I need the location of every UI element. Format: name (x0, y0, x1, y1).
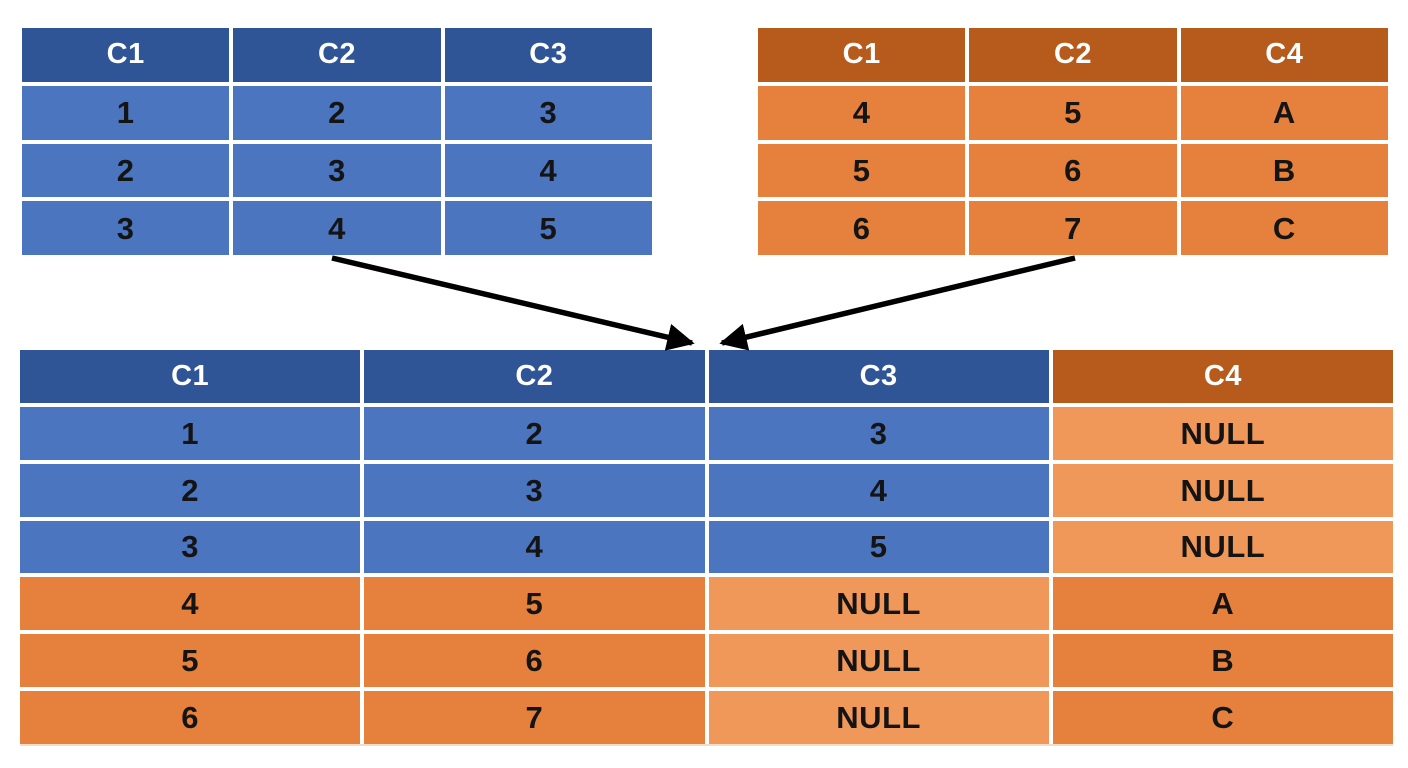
table-cell: 2 (22, 143, 230, 198)
table-cell: 7 (364, 691, 705, 744)
column-header-c1: C1 (758, 28, 966, 82)
null-cell: NULL (1052, 463, 1393, 517)
table-cell: A (1052, 577, 1393, 631)
merge-arrow-left (331, 255, 695, 351)
merge-arrow-right (719, 255, 1076, 351)
column-header-c1: C1 (20, 350, 361, 403)
table-cell: 5 (20, 634, 361, 688)
column-header-c4: C4 (1180, 28, 1388, 82)
table-cell: 2 (364, 406, 705, 460)
null-cell: NULL (1052, 520, 1393, 574)
table-cell: 3 (708, 406, 1049, 460)
table-cell: 5 (364, 577, 705, 631)
null-cell: NULL (708, 691, 1049, 744)
table-cell: 2 (233, 85, 441, 140)
table-cell: 3 (444, 85, 652, 140)
table-cell: 6 (364, 634, 705, 688)
table-cell: C (1180, 201, 1388, 255)
table-cell: 4 (444, 143, 652, 198)
null-cell: NULL (708, 577, 1049, 631)
table-cell: 7 (969, 201, 1177, 255)
table-cell: 5 (444, 201, 652, 255)
table-cell: 3 (22, 201, 230, 255)
table-cell: C (1052, 691, 1393, 744)
table-cell: 4 (758, 85, 966, 140)
column-header-c4: C4 (1052, 350, 1393, 403)
table-cell: B (1052, 634, 1393, 688)
table-cell: 6 (969, 143, 1177, 198)
table-cell: 1 (20, 406, 361, 460)
column-header-c1: C1 (22, 28, 230, 82)
table-cell: 6 (758, 201, 966, 255)
table-cell: 6 (20, 691, 361, 744)
table-cell: 5 (969, 85, 1177, 140)
table-cell: 5 (708, 520, 1049, 574)
column-header-c2: C2 (364, 350, 705, 403)
column-header-c2: C2 (233, 28, 441, 82)
table-cell: B (1180, 143, 1388, 198)
table-cell: 4 (233, 201, 441, 255)
table-cell: A (1180, 85, 1388, 140)
table-cell: 1 (22, 85, 230, 140)
table-cell: 5 (758, 143, 966, 198)
table-cell: 4 (708, 463, 1049, 517)
table-cell: 3 (233, 143, 441, 198)
table-cell: 4 (20, 577, 361, 631)
table-cell: 4 (364, 520, 705, 574)
table-cell: 3 (364, 463, 705, 517)
table-cell: 3 (20, 520, 361, 574)
table-cell: 2 (20, 463, 361, 517)
null-cell: NULL (708, 634, 1049, 688)
column-header-c2: C2 (969, 28, 1177, 82)
column-header-c3: C3 (444, 28, 652, 82)
null-cell: NULL (1052, 406, 1393, 460)
column-header-c3: C3 (708, 350, 1049, 403)
